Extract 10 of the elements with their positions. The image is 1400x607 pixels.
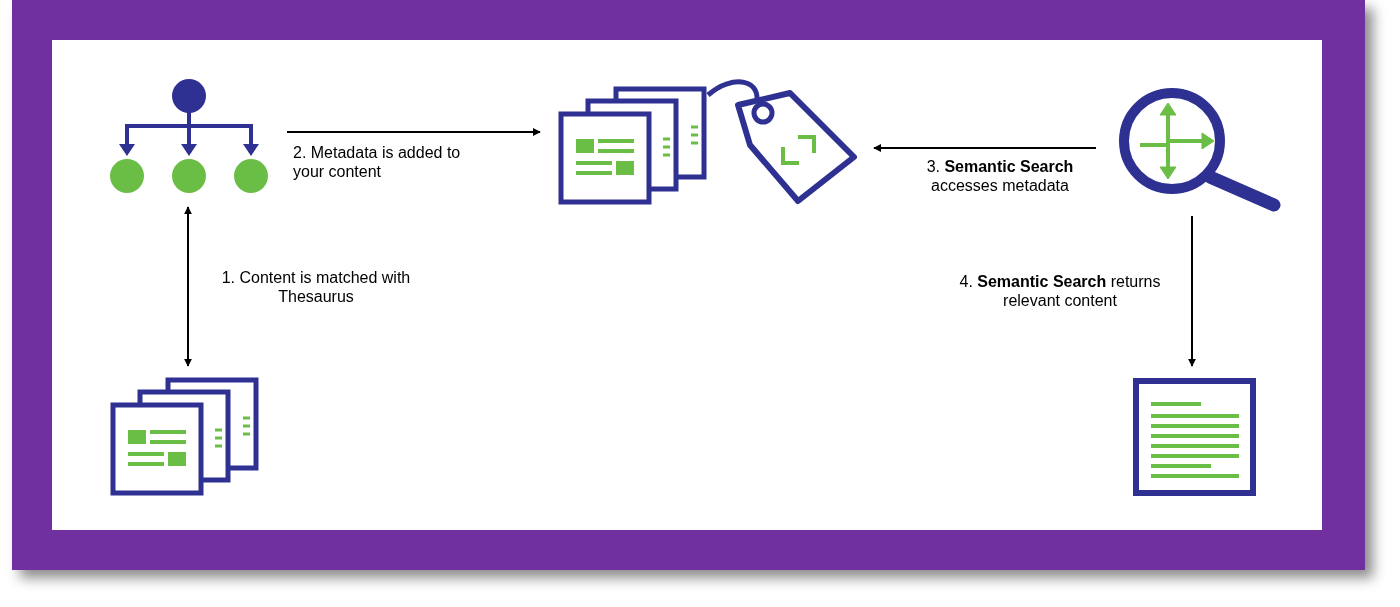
edge-label: 3. Semantic Search accesses metadata [925, 157, 1075, 195]
document-stack-icon [110, 378, 260, 496]
arrow [286, 128, 541, 136]
document-icon [1133, 378, 1256, 496]
edge-label: 2. Metadata is added to your content [293, 143, 462, 181]
edge-label: 1. Content is matched with Thesaurus [220, 268, 412, 306]
arrow [873, 144, 1097, 152]
arrow [1188, 215, 1196, 367]
edge-label: 4. Semantic Search returns relevant content [958, 272, 1162, 310]
arrow [184, 206, 192, 367]
